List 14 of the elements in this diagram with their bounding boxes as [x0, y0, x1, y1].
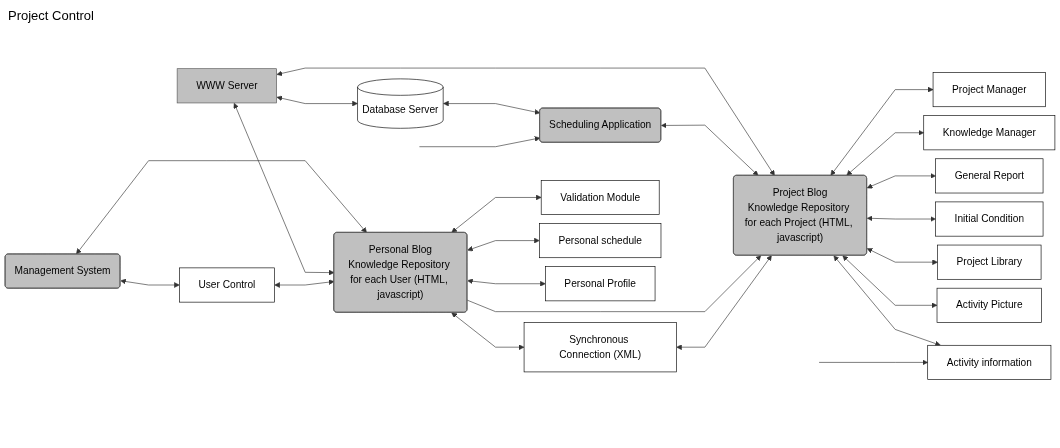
node-box: Project Manager	[932, 72, 1046, 108]
node-box: Project Library	[937, 244, 1042, 280]
node-box: Personal schedule	[539, 223, 662, 259]
node-box: Validation Module	[540, 180, 660, 216]
node-box: WWW Server	[176, 68, 277, 104]
node-box: Initial Condition	[935, 201, 1044, 237]
node-box: General Report	[935, 158, 1044, 194]
node-box: Activity Picture	[936, 288, 1042, 323]
node-box: User Control	[179, 267, 275, 303]
node-box: Personal Profile	[545, 266, 656, 302]
group-label: Project Control	[8, 8, 94, 23]
node-box: Knowledge Manager	[923, 115, 1056, 151]
node-box: Activity information	[927, 345, 1052, 381]
node-box: Synchronous Connection (XML)	[523, 322, 677, 373]
